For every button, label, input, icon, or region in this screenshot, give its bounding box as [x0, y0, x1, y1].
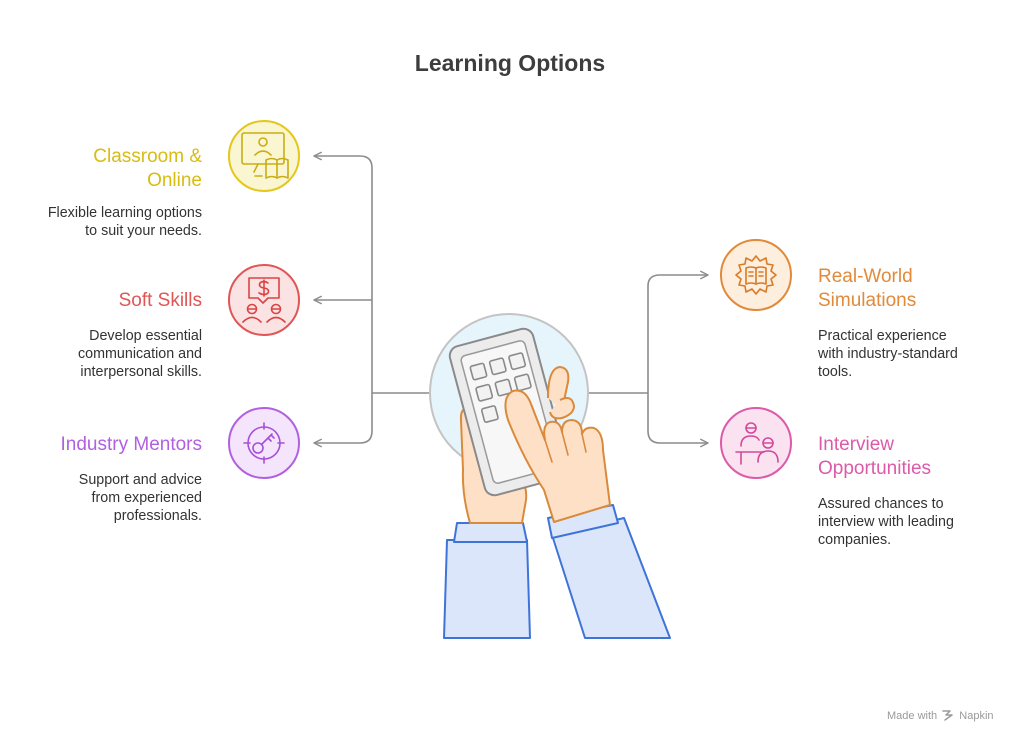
interview-heading: Interview Opportunities: [818, 433, 1008, 481]
soft-skills-description-line-3: interpersonal skills.: [80, 364, 202, 380]
interview-heading-line-2: Opportunities: [818, 458, 932, 479]
soft-skills-description-line-2: communication and: [78, 346, 202, 362]
connector-mentors: [313, 393, 373, 448]
simulations-heading: Real-World Simulations: [818, 265, 1008, 313]
speech-dollar-people-icon: [242, 277, 286, 323]
interview-description: Assured chances to interview with leadin…: [818, 495, 1018, 549]
simulations-heading-line-2: Simulations: [818, 290, 917, 311]
mentors-heading-line-1: Industry Mentors: [60, 434, 203, 455]
connector-interview: [647, 393, 709, 448]
interview-circle: [720, 407, 792, 479]
mentors-description-line-1: Support and advice: [78, 472, 202, 488]
hand-tapping-phone-icon: [429, 313, 671, 639]
classroom-circle: [228, 120, 300, 192]
mentors-circle: [228, 407, 300, 479]
connector-classroom: [313, 151, 373, 393]
classroom-heading-line-1: Classroom &: [93, 146, 202, 167]
interview-people-icon: [735, 422, 779, 465]
watermark-brand: Napkin: [959, 710, 994, 722]
classroom-heading-line-2: Online: [147, 170, 202, 191]
connector-simulations: [647, 270, 709, 393]
watermark: Made with Napkin: [887, 709, 994, 722]
interview-heading-line-1: Interview: [818, 434, 895, 455]
gear-book-icon: [735, 255, 777, 295]
mentors-heading: Industry Mentors: [12, 433, 203, 457]
connectors: [313, 151, 709, 448]
soft-skills-description-line-1: Develop essential: [89, 328, 202, 344]
simulations-description: Practical experience with industry-stand…: [818, 327, 1018, 381]
interview-description-line-1: Assured chances to: [818, 496, 944, 512]
soft-skills-description: Develop essential communication and inte…: [2, 327, 202, 381]
simulations-circle: [720, 239, 792, 311]
interview-description-line-2: interview with leading: [818, 514, 954, 530]
mentors-description-line-2: from experienced: [91, 490, 202, 506]
simulations-heading-line-1: Real-World: [818, 266, 913, 287]
mentors-description-line-3: professionals.: [113, 508, 202, 524]
classroom-description-line-2: to suit your needs.: [85, 223, 202, 239]
soft-skills-heading-line-1: Soft Skills: [118, 290, 202, 311]
target-key-icon: [243, 422, 285, 464]
diagram-title: Learning Options: [414, 50, 606, 76]
classroom-description: Flexible learning options to suit your n…: [2, 204, 202, 240]
simulations-description-line-1: Practical experience: [818, 328, 947, 344]
simulations-description-line-2: with industry-standard: [818, 346, 958, 362]
interview-description-line-3: companies.: [818, 532, 892, 548]
soft-skills-heading: Soft Skills: [12, 289, 202, 313]
simulations-description-line-3: tools.: [818, 364, 853, 380]
watermark-prefix: Made with: [887, 710, 938, 722]
mentors-description: Support and advice from experienced prof…: [2, 471, 202, 525]
napkin-logo-icon: [942, 710, 953, 721]
classroom-heading: Classroom & Online: [12, 145, 202, 193]
soft-skills-circle: [228, 264, 300, 336]
presentation-book-icon: [241, 132, 289, 179]
classroom-description-line-1: Flexible learning options: [47, 205, 202, 221]
